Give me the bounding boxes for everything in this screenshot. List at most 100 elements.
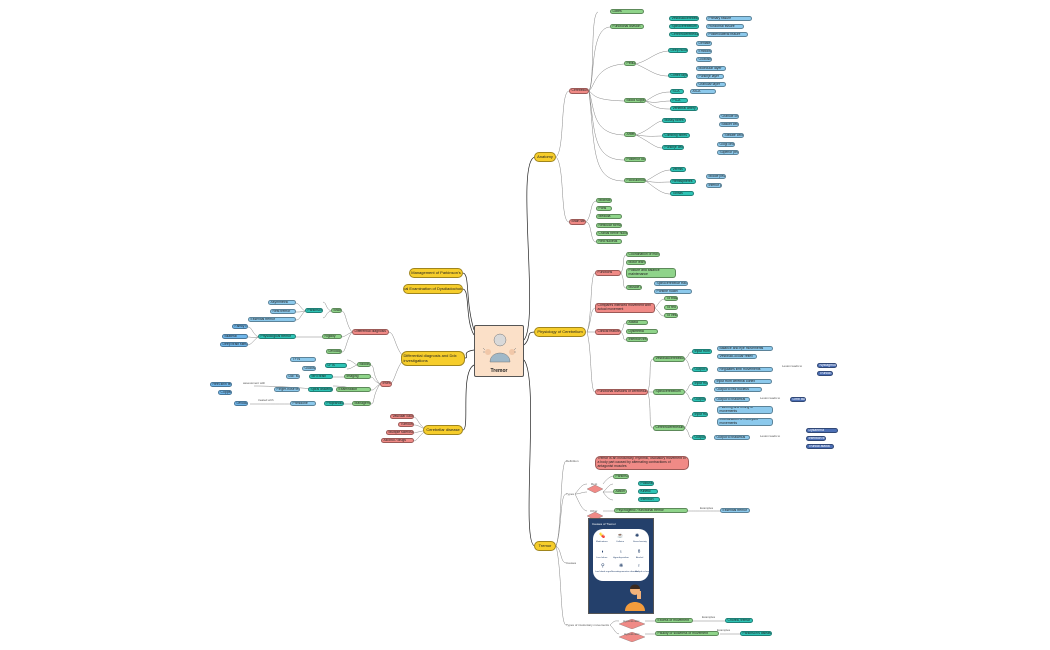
cd-item-3[interactable]: Multiple sclerosis	[386, 430, 414, 435]
anatomy-cell-2[interactable]: Basket cells	[719, 122, 739, 127]
anatomy-lobes-2[interactable]: Posterior lobe	[624, 157, 646, 162]
brainstem-5[interactable]: Cranial nerve nuclei	[596, 231, 628, 236]
main-topic-physiology[interactable]: Physiology of Cerebellum	[534, 327, 586, 337]
inv-exam-1[interactable]: Spiral drawing	[308, 387, 333, 392]
phys-v-output[interactable]: Output to vestibular nuclei	[692, 367, 708, 372]
inv-examination[interactable]: Examination	[336, 387, 371, 392]
phys-lesion-2[interactable]: Truncal ataxia	[817, 371, 833, 376]
phys-output-2[interactable]: To red nucleus	[664, 305, 678, 310]
cd-item-1[interactable]: Vascular causes	[390, 414, 414, 419]
anatomy-blood-4[interactable]: Vertebral artery	[670, 106, 698, 111]
anatomy-part-1[interactable]: Vermis	[670, 167, 686, 172]
inv-image-2[interactable]: DaT scan	[286, 374, 300, 379]
anatomy-cortex-3[interactable]: Granular layer	[696, 82, 726, 87]
inv-image-1[interactable]: MRI brain	[309, 374, 333, 379]
tremor-other-text[interactable]: Psychogenic / functional tremor	[614, 508, 688, 513]
phys-function-3[interactable]: Posture and balance maintenance	[626, 268, 676, 278]
inv-label[interactable]: Investigations	[380, 381, 392, 387]
main-topic-physical-exam[interactable]: Physical Examination of Dysdiadochokines…	[403, 284, 463, 294]
anatomy-cell-3[interactable]: Stellate cells	[722, 133, 744, 138]
inv-mgmt-3[interactable]: Levodopa	[234, 401, 248, 406]
phys-function-4[interactable]: Muscle tone	[626, 285, 642, 290]
tremor-hyper-example[interactable]: Chorea, tremor	[725, 618, 753, 623]
main-topic-anatomy[interactable]: Anatomy	[534, 152, 556, 162]
dd-essential-3[interactable]: Deep brain stimulation	[220, 342, 248, 347]
anatomy-part-2[interactable]: Hemispheres	[670, 179, 696, 184]
anatomy-nuclei-label[interactable]: Deep nuclei	[668, 48, 688, 53]
anatomy-cells-label[interactable]: Purkinje cells	[662, 145, 684, 150]
dd-feature-1[interactable]: Asymmetric	[268, 300, 296, 305]
phys-v-role3[interactable]: Regulates limb movements	[717, 367, 773, 372]
anatomy-cortex-label[interactable]: Cortex layers	[668, 73, 688, 78]
dd-parkinson[interactable]: Bradykinesia	[331, 308, 342, 313]
brainstem-4[interactable]: Reticular formation	[596, 223, 622, 228]
tremor-rest-sub[interactable]: Parkinson's	[613, 474, 629, 479]
phys-v-role2[interactable]: Vestibulo-ocular reflex	[717, 354, 757, 359]
anatomy-lobe-detail-1[interactable]: Primary fissure	[706, 16, 752, 21]
anatomy-cell-4[interactable]: Golgi cells	[717, 142, 735, 147]
anatomy-peduncles-label[interactable]: Peduncles	[624, 61, 636, 66]
anatomy-cerebro[interactable]: Cerebrocerebellum	[669, 32, 699, 37]
phys-c-role2[interactable]: Coordination of multi-joint movements	[717, 418, 773, 426]
dd-feature-2[interactable]: Rest tremor	[270, 309, 296, 314]
phys-input-2[interactable]: Pontine nuclei	[654, 289, 692, 294]
brainstem-1[interactable]: Midbrain	[596, 198, 612, 203]
inv-blood-1[interactable]: TFTs	[290, 357, 316, 362]
central-topic-tremor[interactable]: Tremor	[474, 325, 524, 377]
inv-mgmt-1[interactable]: Propranolol	[324, 401, 344, 406]
phys-s-output[interactable]: Output to red nucleus	[692, 397, 706, 402]
anatomy-functional-label[interactable]: Functional division	[610, 24, 644, 29]
anatomy-part-sub-1[interactable]: Middle peduncle	[706, 174, 726, 179]
anatomy-blood-label[interactable]: Blood supply	[624, 98, 646, 103]
main-topic-differential[interactable]: Differential diagnosis and Ddx investiga…	[401, 351, 465, 366]
anatomy-blood-3[interactable]: PICA	[670, 98, 688, 103]
dd-essential-group[interactable]: Physiological tremor	[258, 334, 296, 339]
phys-clinical-2[interactable]: Dysmetria	[626, 329, 658, 334]
brainstem-3[interactable]: Medulla	[596, 214, 622, 219]
anatomy-lobes-label[interactable]: Lobes	[610, 9, 644, 14]
inv-management[interactable]: Management	[352, 401, 371, 406]
tremor-definition[interactable]: Tremor is an involuntary, rhythmic, osci…	[595, 456, 689, 470]
tremor-examples[interactable]: Essential tremor	[720, 508, 750, 513]
phys-c-output[interactable]: Output to thalamus	[692, 435, 706, 440]
phys-lesion-3[interactable]: Limb ataxia	[790, 397, 806, 402]
phys-clinical-3[interactable]: Intention tremor	[626, 337, 648, 342]
phys-c-input[interactable]: Input from cerebral cortex	[692, 412, 708, 417]
anatomy-blood-2[interactable]: AICA	[690, 89, 716, 94]
inv-blood-2[interactable]: LFTs	[325, 363, 347, 368]
phys-s-detail-2[interactable]: Output to red nucleus	[714, 387, 762, 392]
anatomy-spino[interactable]: Spinocerebellum	[669, 24, 699, 29]
inv-mgmt-2[interactable]: Primidone	[290, 401, 316, 406]
main-topic-management[interactable]: Management of Parkinson's	[409, 268, 463, 278]
tremor-hypo-example[interactable]: Parkinson's disease	[740, 631, 772, 636]
anatomy-nucleus-3[interactable]: Globose	[696, 57, 712, 62]
phys-function-2[interactable]: Motor learning	[626, 260, 646, 265]
inv-bloods[interactable]: Bloods	[357, 362, 371, 367]
phys-lesion-6[interactable]: Truncal ataxia	[806, 444, 834, 449]
phys-cerebro[interactable]: Cerebrocerebellum	[653, 425, 685, 431]
phys-lesion-5[interactable]: Intention tremor	[806, 436, 826, 441]
tremor-action-1[interactable]: Postural	[638, 481, 654, 486]
dd-essential-2[interactable]: Bilateral	[222, 334, 248, 339]
cd-item-4[interactable]: Alcohol / drugs	[381, 438, 414, 443]
brainstem-6[interactable]: Red nucleus	[596, 239, 622, 244]
tremor-action-3[interactable]: Intention	[638, 497, 660, 502]
dd-label[interactable]: Differential diagnosis	[352, 329, 389, 335]
anatomy-cell-1[interactable]: Granule cells	[719, 114, 739, 119]
anatomy-part-3[interactable]: Tonsils	[670, 191, 694, 196]
tremor-hypo-text[interactable]: Paucity or slowness of movement	[655, 631, 719, 636]
main-topic-cerebellar-disease[interactable]: Cerebellar disease	[423, 425, 463, 435]
cd-item-2[interactable]: Tumours	[398, 422, 414, 427]
inv-exam-3[interactable]: Heel-shin test	[210, 382, 232, 387]
phys-v-input[interactable]: Input from vestibular nuclei	[692, 349, 712, 354]
tremor-action-2[interactable]: Kinetic	[638, 489, 658, 494]
phys-functions[interactable]: Functions	[595, 270, 621, 276]
anatomy-cortex-2[interactable]: Purkinje layer	[696, 74, 724, 79]
inv-blood-3[interactable]: Glucose	[302, 366, 316, 371]
anatomy-lobe-detail-3[interactable]: Posterolateral fissure	[706, 32, 748, 37]
anatomy-cerebellum[interactable]: Cerebellum	[569, 88, 589, 94]
phys-vestibulo[interactable]: Vestibulocerebellum	[653, 356, 685, 362]
anatomy-blood-1[interactable]: SCA	[670, 89, 684, 94]
anatomy-lobes-3[interactable]: Flocculonodular lobe	[624, 178, 646, 183]
phys-lesion-4[interactable]: Dysarthria	[806, 428, 838, 433]
